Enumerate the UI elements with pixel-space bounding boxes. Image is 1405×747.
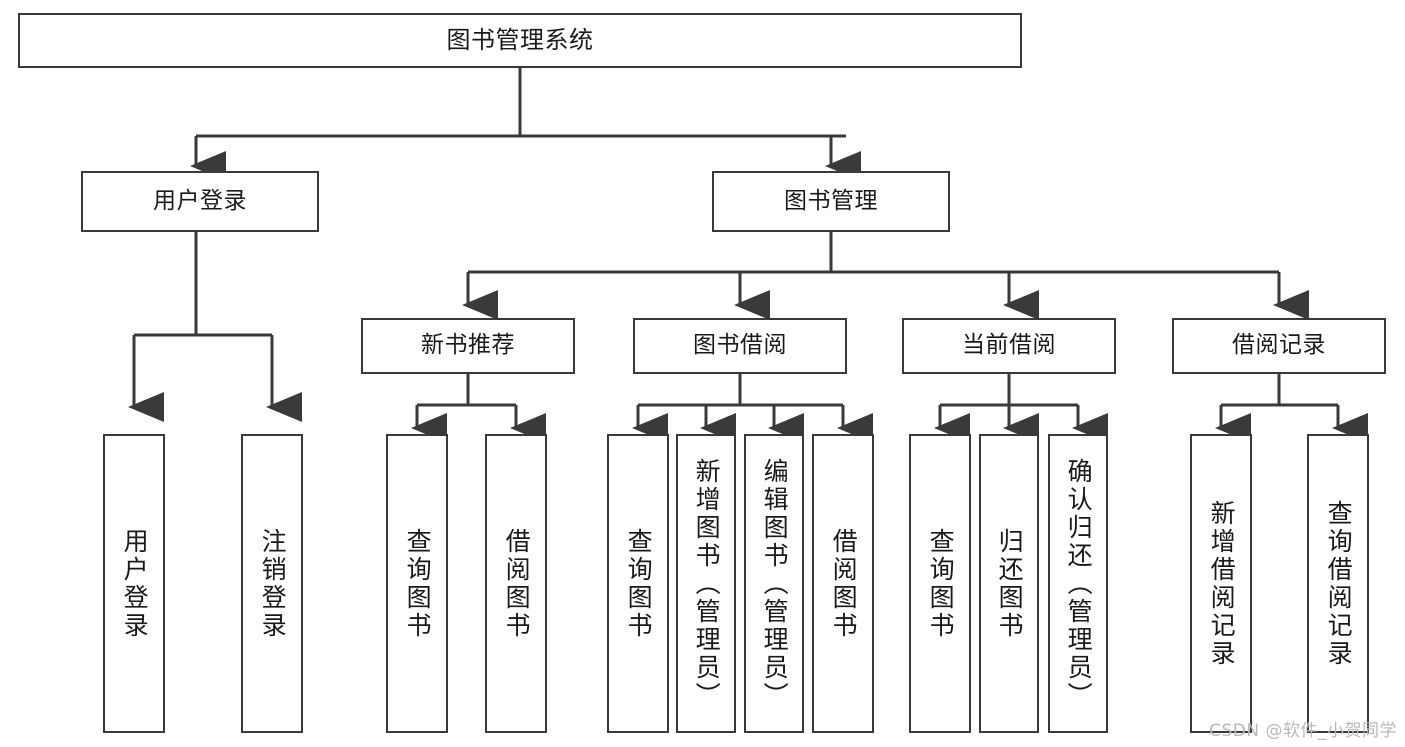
csdn-watermark: CSDN @软件_小贺同学	[1209, 721, 1397, 741]
node-leaf-borrow-book-recommend[interactable]: 借阅图书	[485, 434, 547, 733]
node-leaf-query-borrow-record[interactable]: 查询借阅记录	[1307, 434, 1369, 733]
node-label: 用户登录	[120, 527, 150, 640]
node-leaf-return-book[interactable]: 归还图书	[979, 434, 1039, 733]
node-label: 新书推荐	[421, 332, 515, 359]
node-leaf-borrow-book[interactable]: 借阅图书	[812, 434, 874, 733]
node-label: 图书借阅	[693, 332, 787, 359]
node-label: 借阅图书	[502, 527, 532, 640]
node-new-book-recommend[interactable]: 新书推荐	[361, 318, 575, 374]
node-label: 注销登录	[258, 527, 288, 640]
node-leaf-query-book-borrow[interactable]: 查询图书	[607, 434, 669, 733]
node-label: 借阅图书	[829, 527, 859, 640]
node-leaf-query-book-current[interactable]: 查询图书	[909, 434, 971, 733]
node-leaf-edit-book-admin[interactable]: 编辑图书（管理员）	[744, 434, 804, 733]
node-user-login[interactable]: 用户登录	[81, 171, 319, 232]
node-label: 新增借阅记录	[1207, 499, 1237, 668]
node-label: 查询借阅记录	[1324, 499, 1354, 668]
node-leaf-query-book-recommend[interactable]: 查询图书	[386, 434, 448, 733]
node-leaf-confirm-return-admin[interactable]: 确认归还（管理员）	[1048, 434, 1108, 733]
node-label: 归还图书	[995, 527, 1025, 640]
node-label: 确认归还（管理员）	[1064, 457, 1094, 710]
node-label: 查询图书	[926, 527, 956, 640]
node-root-book-management-system[interactable]: 图书管理系统	[18, 13, 1022, 68]
node-leaf-user-login[interactable]: 用户登录	[103, 434, 165, 733]
node-leaf-add-book-admin[interactable]: 新增图书（管理员）	[676, 434, 736, 733]
node-leaf-add-borrow-record[interactable]: 新增借阅记录	[1190, 434, 1252, 733]
node-label: 图书管理	[784, 187, 878, 214]
node-book-borrow[interactable]: 图书借阅	[633, 318, 847, 374]
node-label: 借阅记录	[1232, 332, 1326, 359]
node-borrow-record[interactable]: 借阅记录	[1172, 318, 1386, 374]
node-label: 编辑图书（管理员）	[760, 457, 790, 710]
node-label: 当前借阅	[962, 332, 1056, 359]
node-label: 用户登录	[153, 187, 247, 214]
node-book-management[interactable]: 图书管理	[712, 171, 950, 232]
node-label: 查询图书	[403, 527, 433, 640]
node-label: 图书管理系统	[446, 26, 594, 55]
node-leaf-logout[interactable]: 注销登录	[241, 434, 303, 733]
node-label: 新增图书（管理员）	[692, 457, 722, 710]
node-current-borrow[interactable]: 当前借阅	[902, 318, 1116, 374]
node-label: 查询图书	[624, 527, 654, 640]
